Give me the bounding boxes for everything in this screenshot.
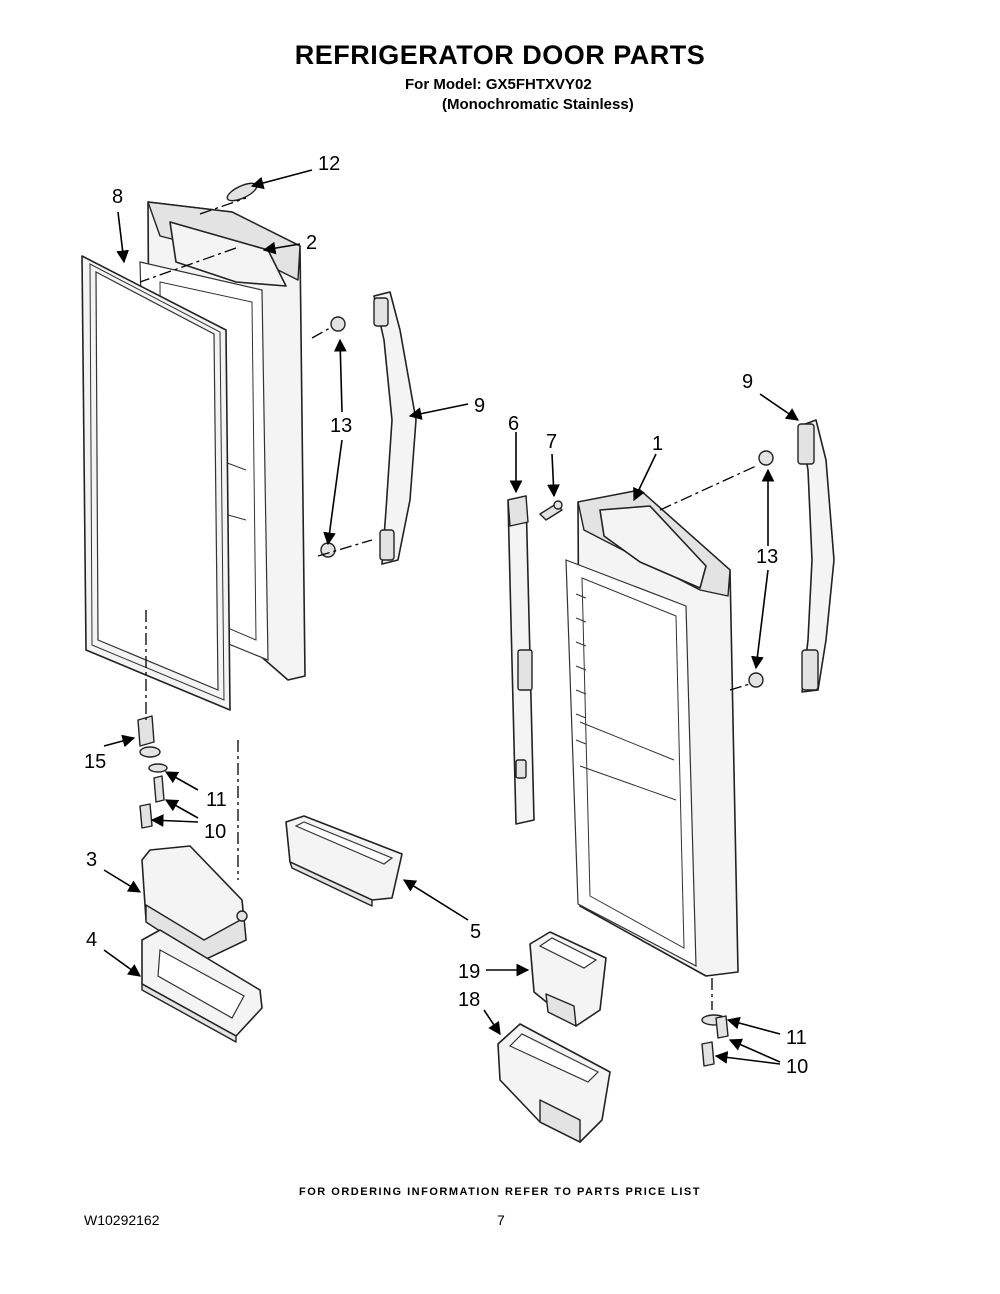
- callout-15: 15: [84, 751, 106, 773]
- right-hinge-hardware: [701, 1014, 729, 1067]
- mullion-screw-part-7: [539, 500, 563, 521]
- page-title: REFRIGERATOR DOOR PARTS: [294, 40, 706, 70]
- callout-11-right: 11: [786, 1027, 807, 1049]
- callout-3: 3: [86, 849, 97, 871]
- callout-1: 1: [652, 433, 663, 455]
- callout-10-right: 10: [786, 1056, 808, 1078]
- dairy-door-part-3: [141, 845, 248, 961]
- callout-18: 18: [458, 989, 480, 1011]
- hinge-cap-part-12: [226, 182, 258, 202]
- callout-19: 19: [458, 961, 480, 983]
- dairy-bin-part-4: [141, 929, 263, 1043]
- callout-7: 7: [546, 431, 557, 453]
- ice-bin-part-18: [497, 1023, 611, 1143]
- callout-8: 8: [112, 186, 123, 208]
- right-door-liner-part-1: [565, 489, 739, 977]
- document-number: W10292162: [84, 1212, 160, 1228]
- hinge-pin-part-15: [137, 715, 168, 829]
- door-gasket-part-8: [81, 255, 231, 711]
- callout-12: 12: [318, 153, 340, 175]
- ice-bucket-part-19: [529, 931, 607, 1027]
- callout-9-left: 9: [474, 395, 485, 417]
- mullion-part-6: [507, 495, 535, 825]
- callout-2: 2: [306, 232, 317, 254]
- right-handle-part-9: [748, 419, 835, 693]
- callout-5: 5: [470, 921, 481, 943]
- callout-4: 4: [86, 929, 97, 951]
- finish-line: (Monochromatic Stainless): [442, 96, 634, 113]
- callout-13-left: 13: [330, 415, 352, 437]
- door-bin-part-5: [285, 815, 403, 907]
- ordering-note: FOR ORDERING INFORMATION REFER TO PARTS …: [299, 1186, 701, 1198]
- callout-13-right: 13: [756, 546, 778, 568]
- page-number: 7: [497, 1212, 505, 1228]
- model-line: For Model: GX5FHTXVY02: [405, 76, 592, 93]
- callout-10-left: 10: [204, 821, 226, 843]
- callout-11-left: 11: [206, 789, 227, 811]
- callout-9-right: 9: [742, 371, 753, 393]
- callout-6: 6: [508, 413, 519, 435]
